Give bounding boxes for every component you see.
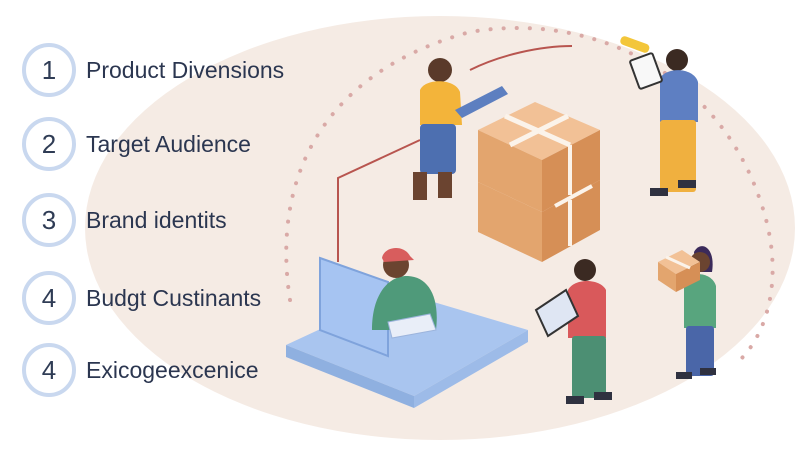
connector-curve bbox=[469, 45, 573, 71]
person-at-desk bbox=[372, 247, 437, 339]
background-oval bbox=[85, 16, 795, 440]
person-with-tablet-bottom bbox=[534, 259, 612, 404]
person-carrying-box bbox=[658, 246, 716, 379]
step-number-badge: 3 bbox=[22, 193, 76, 247]
connector-line bbox=[337, 139, 421, 262]
step-label: Budgt Custinants bbox=[86, 284, 262, 311]
step-number-badge: 2 bbox=[22, 117, 76, 171]
step-number-badge: 4 bbox=[22, 271, 76, 325]
step-label: Exicogeexcenice bbox=[86, 356, 259, 383]
step-item: 4 Exicogeexcenice bbox=[22, 342, 259, 398]
person-with-tablet-top bbox=[413, 58, 508, 200]
step-label: Product Divensions bbox=[86, 56, 285, 83]
step-label: Brand identits bbox=[86, 206, 227, 233]
step-item: 4 Budgt Custinants bbox=[22, 270, 261, 326]
step-item: 2 Target Audience bbox=[22, 116, 251, 172]
step-number-badge: 4 bbox=[22, 343, 76, 397]
step-item: 3 Brand identits bbox=[22, 192, 227, 248]
step-item: 1 Product Divensions bbox=[22, 42, 284, 98]
person-with-clipboard bbox=[620, 36, 698, 196]
step-label: Target Audience bbox=[86, 130, 251, 157]
monitor bbox=[319, 256, 389, 358]
dotted-path bbox=[284, 26, 775, 362]
cardboard-boxes bbox=[478, 102, 600, 262]
step-number-badge: 1 bbox=[22, 43, 76, 97]
